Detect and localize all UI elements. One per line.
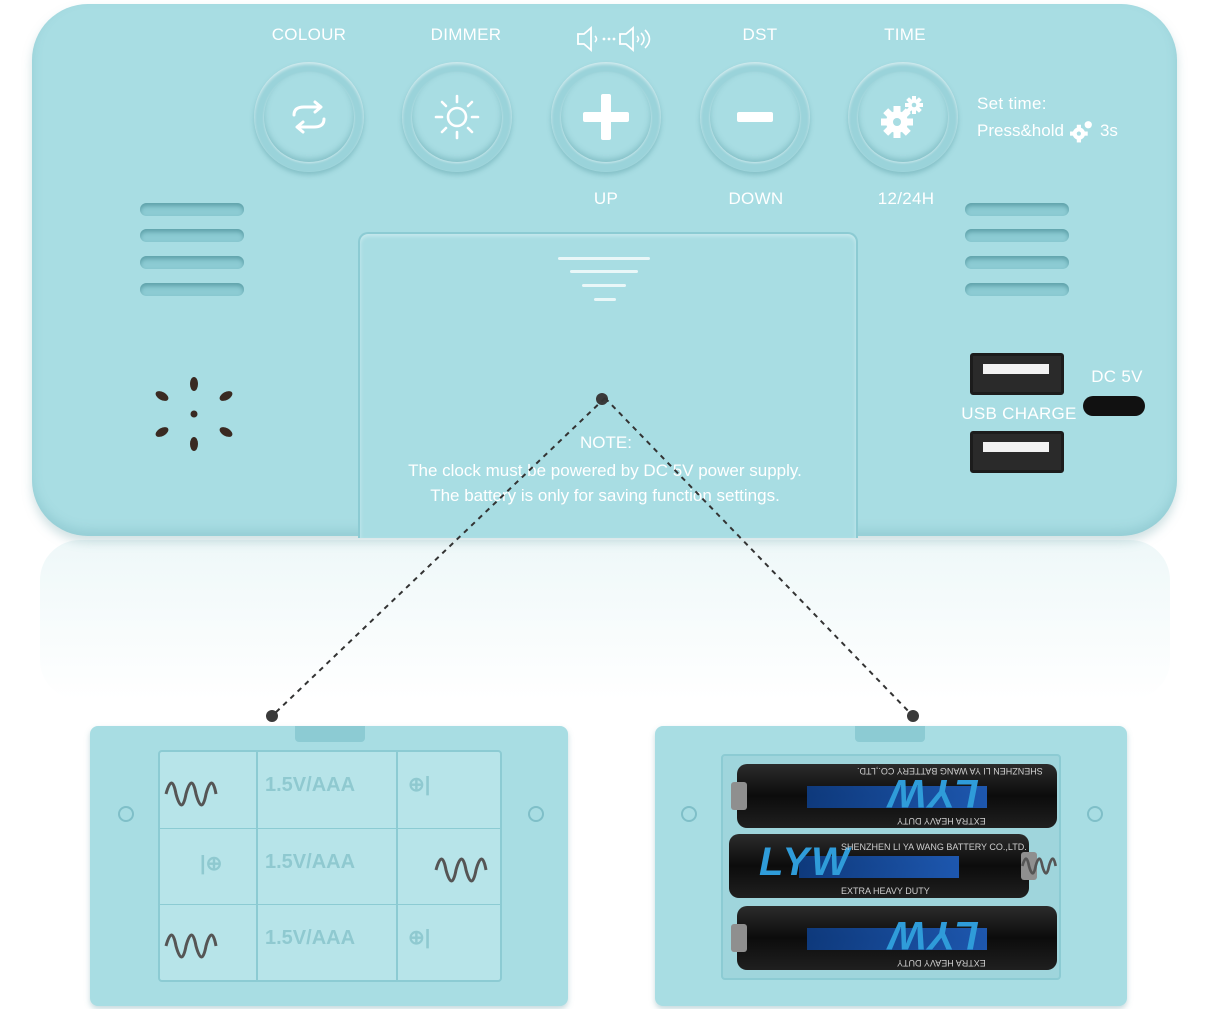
speaker-vent [140,229,244,242]
battery-brand: LYW [759,840,851,884]
battery-brand: LYW [887,913,979,957]
note-line2: The battery is only for saving function … [430,486,780,505]
battery-duty: EXTRA HEAVY DUTY [841,886,930,896]
door-grip [582,284,626,287]
spring-icon [434,857,488,883]
battery-holder-filled: LYW SHENZHEN LI YA WANG BATTERY CO.,LTD.… [655,710,1127,1006]
spring-icon [164,781,218,807]
up-label: UP [593,189,619,208]
time-button[interactable] [848,62,958,172]
usb-c-port [1083,396,1145,416]
battery-slot: 1.5V/AAA ⊕| [160,752,500,820]
battery-aaa: LYW SHENZHEN LI YA WANG BATTERY CO.,LTD.… [729,834,1037,898]
slot-label: 1.5V/AAA [265,774,356,796]
set-time-line2: Press&hold 3s [977,118,1118,144]
gear-icon [1069,121,1092,143]
set-time-duration: 3s [1099,121,1118,140]
spring-icon [1021,857,1057,875]
down-button[interactable] [700,62,810,172]
battery-compartment: 1.5V/AAA ⊕| |⊕ 1.5V/AAA 1.5V/AAA ⊕| [158,750,502,982]
cycle-icon [292,100,326,134]
screw-hole [1087,806,1103,822]
battery-slot: |⊕ 1.5V/AAA [160,828,500,897]
dst-label: DST [742,25,778,44]
speaker-vent [140,203,244,216]
dimmer-label: DIMMER [430,25,502,44]
divider [256,752,258,980]
door-latch [295,726,365,742]
gear-icon [881,96,923,138]
colour-button[interactable] [254,62,364,172]
battery-slot: 1.5V/AAA ⊕| [160,904,500,973]
up-button[interactable] [551,62,661,172]
callout-marker [266,710,278,722]
battery-maker: SHENZHEN LI YA WANG BATTERY CO.,LTD. [857,766,1043,776]
plus-icon [583,94,629,140]
set-time-line1: Set time: [977,94,1047,113]
battery-terminal [731,924,747,952]
screw-hole [118,806,134,822]
slot-label: 1.5V/AAA [265,927,356,949]
callout-marker [907,710,919,722]
usb-charge-label: USB CHARGE [961,404,1077,423]
note-title: NOTE: [580,433,632,452]
minus-icon [737,112,773,122]
set-time-action: Press&hold [977,121,1064,140]
speaker-vent [965,229,1069,242]
dimmer-button[interactable] [402,62,512,172]
battery-stripe [807,928,987,950]
colour-label: COLOUR [271,25,347,44]
battery-duty: EXTRA HEAVY DUTY [897,958,986,968]
battery-duty: EXTRA HEAVY DUTY [897,816,986,826]
door-grip [570,270,638,273]
door-grip [594,298,616,301]
battery-stripe [807,786,987,808]
battery-maker: SHENZHEN LI YA WANG BATTERY CO.,LTD. [841,842,1027,852]
speaker-vent [140,283,244,296]
speaker-holes [155,377,233,451]
battery-aaa: LYW EXTRA HEAVY DUTY [731,906,1057,970]
note-line1: The clock must be powered by DC 5V power… [408,461,802,480]
battery-door[interactable] [358,232,858,538]
door-latch [855,726,925,742]
speaker-vent [965,256,1069,269]
screw-hole [528,806,544,822]
screw-hole [681,806,697,822]
polarity-mark: ⊕| [408,774,431,796]
volume-icon [576,26,658,52]
clock-reflection [40,540,1170,700]
battery-terminal [731,782,747,810]
time-label: TIME [884,25,926,44]
speaker-vent [965,283,1069,296]
down-label: DOWN [728,189,784,208]
spring-icon [164,933,218,959]
12-24h-label: 12/24H [877,189,935,208]
usb-port-bottom [970,431,1064,473]
sun-icon [434,94,480,140]
polarity-mark: |⊕ [200,853,223,875]
speaker-vent [140,256,244,269]
dc-5v-label: DC 5V [1091,367,1143,386]
divider [396,752,398,980]
battery-aaa: LYW SHENZHEN LI YA WANG BATTERY CO.,LTD.… [731,764,1057,828]
battery-brand: LYW [887,771,979,815]
battery-compartment: LYW SHENZHEN LI YA WANG BATTERY CO.,LTD.… [721,754,1061,980]
polarity-mark: ⊕| [408,927,431,949]
speaker-vent [965,203,1069,216]
callout-marker [596,393,608,405]
battery-holder-empty: 1.5V/AAA ⊕| |⊕ 1.5V/AAA 1.5V/AAA ⊕| [90,710,568,1006]
battery-stripe [799,856,959,878]
usb-port-top [970,353,1064,395]
door-grip [558,257,650,260]
slot-label: 1.5V/AAA [265,851,356,873]
